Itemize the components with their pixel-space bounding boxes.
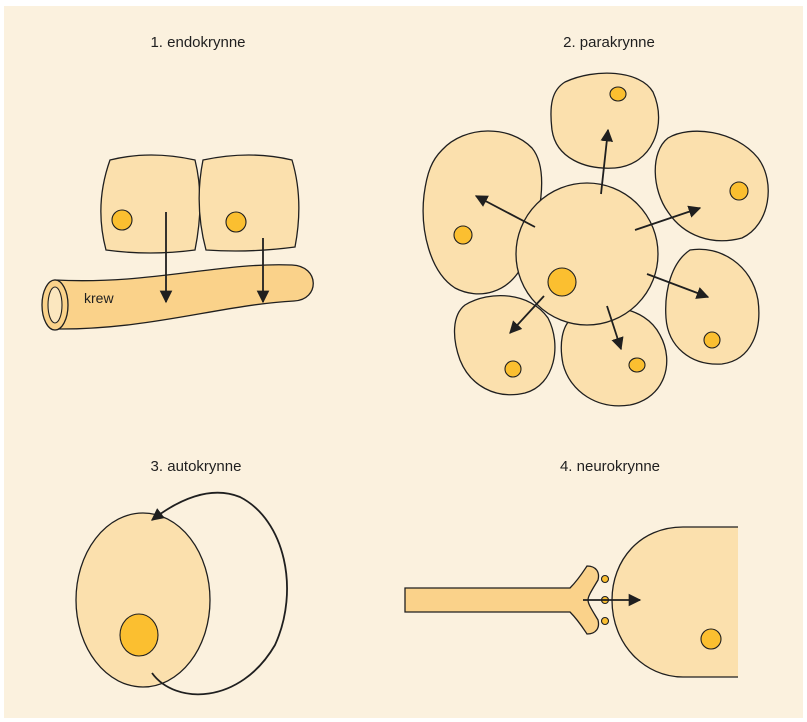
endocrine-cell-right-nucleus — [226, 212, 246, 232]
blood-label: krew — [84, 290, 114, 306]
endocrine-title: 1. endokrynne — [150, 34, 245, 51]
neurocrine-title: 4. neurokrynne — [560, 458, 660, 475]
neurotransmitter-vesicle — [602, 576, 609, 583]
paracrine-title: 2. parakrynne — [563, 34, 655, 51]
neighbor-cell-bottom-left-nucleus — [505, 361, 521, 377]
neighbor-cell-top-nucleus — [610, 87, 626, 101]
autocrine-title: 3. autokrynne — [151, 458, 242, 475]
endocrine-cell-right — [199, 155, 299, 251]
neighbor-cell-upper-right-nucleus — [730, 182, 748, 200]
neighbor-cell-bottom-nucleus — [629, 358, 645, 372]
paracrine-central-cell-nucleus — [548, 268, 576, 296]
neurotransmitter-vesicle — [602, 618, 609, 625]
endocrine-cell-left — [101, 155, 200, 253]
autocrine-cell-nucleus — [120, 614, 158, 656]
autocrine-cell — [76, 513, 210, 687]
neighbor-cell-left-nucleus — [454, 226, 472, 244]
blood-vessel-lumen — [48, 287, 62, 323]
neurocrine-target-cell-nucleus — [701, 629, 721, 649]
neighbor-cell-lower-right-nucleus — [704, 332, 720, 348]
endocrine-cell-left-nucleus — [112, 210, 132, 230]
